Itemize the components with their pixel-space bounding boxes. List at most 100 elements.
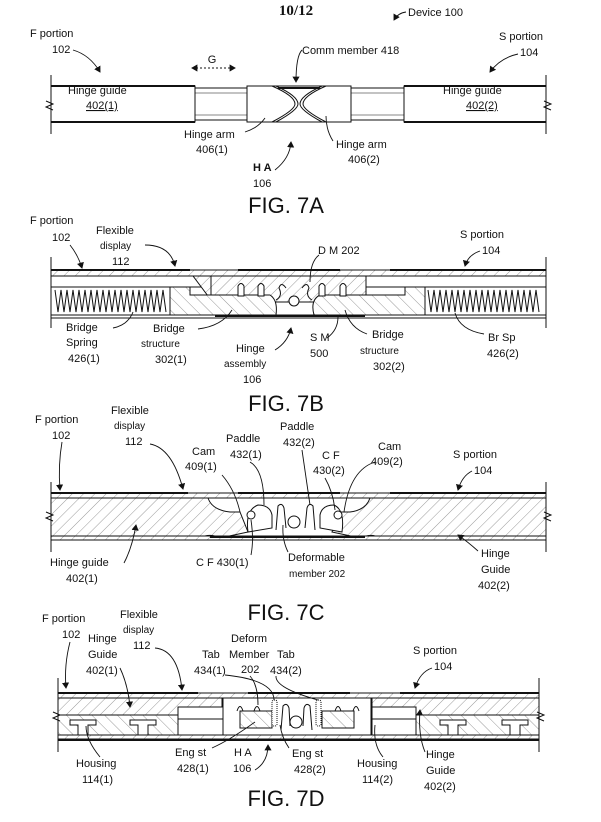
housing-block (371, 706, 417, 720)
label-s-portion-ref: 104 (474, 465, 492, 477)
label-gap: G (208, 54, 217, 66)
figure-caption: FIG. 7B (248, 391, 324, 416)
label-dm: D M 202 (318, 245, 360, 257)
leader-line (275, 675, 319, 701)
label-cam-2: Cam (378, 441, 401, 453)
bottom-layer (57, 734, 540, 740)
housing-block (177, 718, 224, 736)
hinge-arm-2-curve (302, 85, 327, 123)
label-bridge-structure-1-ref: 302(1) (155, 354, 187, 366)
label-f-portion: F portion (35, 414, 78, 426)
bridge-spring-2 (424, 286, 547, 316)
label-cam-1: Cam (192, 446, 215, 458)
label-f-portion: F portion (30, 215, 73, 227)
figure-7a: F portion 102 S portion 104 G Comm membe… (30, 28, 553, 218)
label-sm-ref: 500 (310, 348, 328, 360)
leader-line (197, 309, 233, 330)
label-hinge-guide-2: Hinge guide (443, 85, 502, 97)
leader-line (279, 724, 290, 749)
tab-1 (271, 699, 278, 727)
label-hinge-assembly: Hinge (236, 343, 265, 355)
leader-arrow (274, 141, 295, 171)
bridge-spring-1 (50, 286, 171, 316)
leader-line (224, 674, 275, 701)
label-bridge-spring-1-ref: 426(1) (68, 353, 100, 365)
sheet-number: 10/12 (279, 3, 313, 19)
leader-line (282, 524, 289, 553)
label-paddle-2: Paddle (280, 421, 314, 433)
deform-finger (301, 284, 313, 301)
hinge-arm-1-curve (271, 85, 296, 123)
label-bridge-structure-1b: structure (141, 339, 180, 350)
break-symbol (542, 511, 553, 522)
leader-arrow (457, 534, 479, 552)
housing-block (371, 718, 417, 736)
label-hinge-guide-2-ref: 402(2) (466, 100, 498, 112)
hinge-arm-2-curve-inner (299, 85, 323, 123)
label-s-portion: S portion (460, 229, 504, 241)
label-display-ref: 112 (112, 256, 130, 268)
label-hinge-assembly-ref: 106 (243, 374, 261, 386)
hinge-guide-1-body (50, 85, 196, 123)
label-hinge-guide-2: Hinge (426, 749, 455, 761)
label-hinge-guide-1-ref: 402(1) (66, 573, 98, 585)
label-display: display (123, 625, 154, 636)
deform-finger (304, 503, 316, 531)
leader-arrow (462, 250, 481, 267)
label-hinge-arm-1-ref: 406(1) (196, 144, 228, 156)
label-hinge-guide-2: Hinge (481, 548, 510, 560)
deform-finger (275, 503, 287, 531)
label-display: display (100, 241, 131, 252)
leader-line (324, 477, 336, 511)
label-tab-1: Tab (202, 649, 220, 661)
pin (236, 706, 244, 712)
leader-line (112, 311, 134, 329)
leader-arrow (144, 244, 178, 267)
label-hinge-guide-1: Hinge guide (50, 557, 109, 569)
label-cf-1: C F 430(1) (196, 557, 249, 569)
leader-line (249, 675, 259, 706)
leader-line (244, 117, 266, 133)
label-eng-st-1-ref: 428(1) (177, 763, 209, 775)
leader-arrow (55, 441, 64, 491)
leader-line (249, 461, 265, 506)
label-display-ref: 112 (125, 436, 143, 448)
label-cam-2-ref: 409(2) (371, 456, 403, 468)
label-s-portion-ref: 104 (482, 245, 500, 257)
figure-caption: FIG. 7C (247, 600, 324, 625)
label-f-portion-ref: 102 (62, 629, 80, 641)
housing-upper-left (50, 275, 212, 288)
label-f-portion-ref: 102 (52, 430, 70, 442)
leader-arrow (456, 470, 473, 491)
label-f-portion-ref: 102 (52, 232, 70, 244)
label-hinge-guide-1-ref: 402(1) (86, 665, 118, 677)
leader-arrow (274, 327, 294, 351)
label-eng-st-2: Eng st (292, 748, 323, 760)
label-hinge-guide-2-ref: 402(2) (478, 580, 510, 592)
housing-tooth (129, 719, 157, 736)
label-deformable-member-b: member 202 (289, 569, 346, 580)
label-hinge-arm-2-ref: 406(2) (348, 154, 380, 166)
pins (237, 283, 347, 307)
label-ha: H A (234, 747, 252, 759)
deform-finger (280, 703, 291, 731)
figure-caption: FIG. 7D (247, 786, 324, 811)
label-hinge-arm-1: Hinge arm (184, 129, 235, 141)
label-eng-st-1: Eng st (175, 747, 206, 759)
figure-7c: F portion 102 Flexible display 112 Cam 4… (35, 405, 553, 625)
leader-line (344, 309, 368, 335)
leader-line (250, 519, 253, 556)
figure-caption: FIG. 7A (248, 193, 324, 218)
label-deform-member-ref: 202 (241, 664, 259, 676)
label-bridge-structure-1: Bridge (153, 323, 185, 335)
label-hinge-guide-1: Hinge (88, 633, 117, 645)
break-symbol (44, 100, 55, 111)
leader-arrow (149, 443, 186, 490)
label-s-portion-ref: 104 (520, 47, 538, 59)
label-cf-2-ref: 430(2) (313, 465, 345, 477)
leader-line (374, 724, 384, 758)
break-symbol (51, 711, 62, 722)
label-hinge-guide-1: Hinge guide (68, 85, 127, 97)
label-comm-member: Comm member 418 (302, 45, 399, 57)
